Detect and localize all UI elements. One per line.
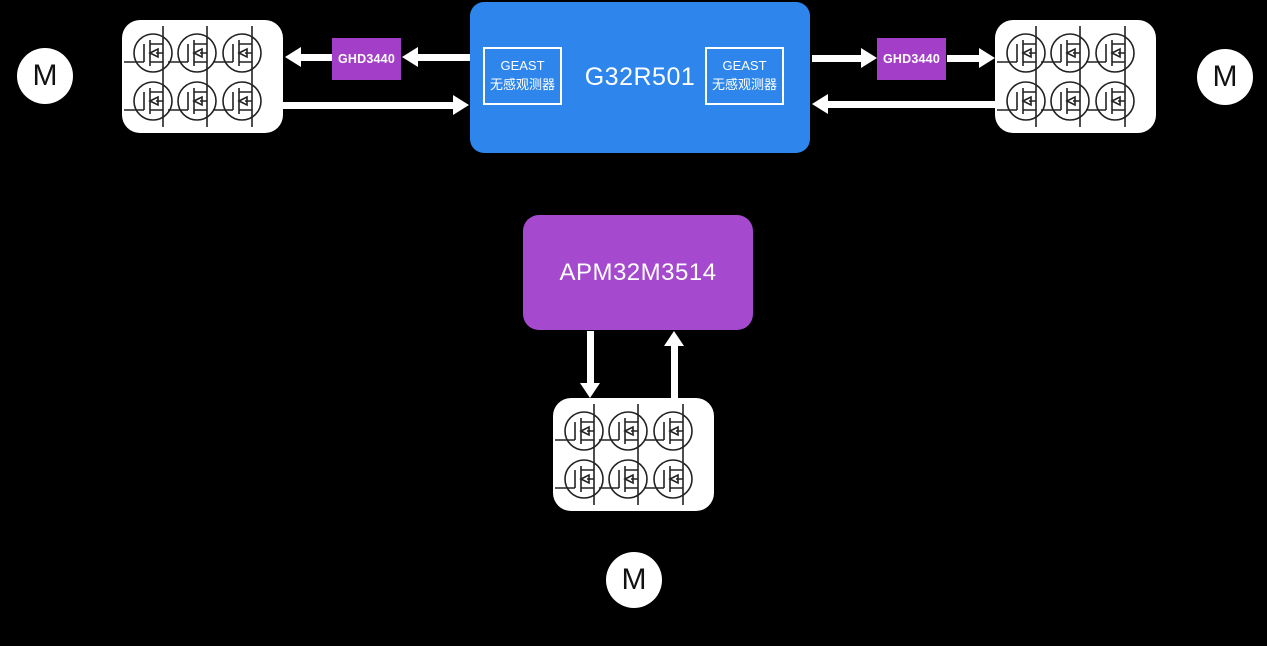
motor-left-label: M	[32, 59, 58, 92]
mosfet-bridge-icon	[123, 25, 262, 128]
companion-mcu-label: APM32M3514	[559, 258, 717, 286]
mcu-block: GEAST 无感观测器 G32R501 GEAST 无感观测器	[470, 2, 810, 153]
gate-driver-left-label: GHD3440	[338, 52, 395, 66]
motor-right-label: M	[1212, 60, 1238, 93]
motor-right: M	[1197, 49, 1253, 105]
mcu-title: G32R501	[584, 62, 696, 91]
arrow-bridge-to-apm	[664, 331, 684, 398]
arrow-ghd-left-to-bridge	[285, 47, 332, 67]
observer-right-line1: GEAST	[722, 58, 767, 74]
gate-driver-right-label: GHD3440	[883, 52, 940, 66]
observer-left-line1: GEAST	[500, 58, 545, 74]
arrow-mcu-to-ghd-left	[402, 47, 470, 67]
observer-right-line2: 无感观测器	[711, 77, 777, 92]
mosfet-bridge-icon	[996, 25, 1135, 128]
arrow-ghd-right-to-bridge	[947, 48, 995, 68]
gate-driver-right: GHD3440	[877, 38, 946, 80]
gate-driver-left: GHD3440	[332, 38, 401, 80]
arrow-mcu-to-ghd-right	[812, 48, 877, 68]
companion-mcu-block: APM32M3514	[523, 215, 753, 330]
observer-left-line2: 无感观测器	[489, 77, 555, 92]
mosfet-bridge-left	[122, 20, 283, 133]
motor-left: M	[17, 48, 73, 104]
arrow-apm-to-bridge	[580, 331, 600, 398]
arrow-bridge-right-feedback	[812, 94, 995, 114]
mosfet-bridge-right	[995, 20, 1156, 133]
observer-left: GEAST 无感观测器	[483, 47, 562, 105]
arrow-bridge-left-feedback	[283, 95, 469, 115]
mosfet-bridge-icon	[554, 403, 693, 506]
mosfet-bridge-bottom	[553, 398, 714, 511]
observer-right: GEAST 无感观测器	[705, 47, 784, 105]
motor-bottom: M	[606, 552, 662, 608]
motor-bottom-label: M	[621, 563, 647, 596]
